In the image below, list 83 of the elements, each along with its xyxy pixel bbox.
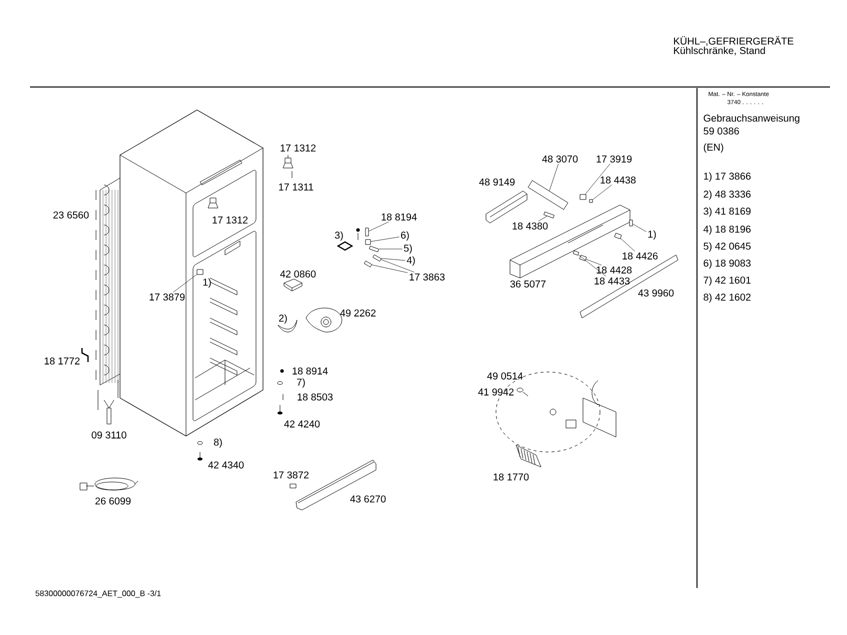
part-number: 42 4240 — [284, 420, 320, 428]
footer-text: 58300000076724_AET_000_B -3/1 — [36, 590, 161, 598]
leader-line — [578, 254, 606, 276]
header-text: KÜHL–,GEFRIERGERÄTE — [674, 36, 794, 46]
header-text: Gebrauchsanweisung — [704, 114, 800, 124]
leader-line — [380, 259, 415, 272]
part-number: 26 6099 — [95, 497, 131, 505]
part-number: 17 3879 — [150, 293, 185, 301]
part-number: 4) — [406, 256, 415, 266]
part-icon — [372, 254, 382, 262]
part-number: 49 2262 — [340, 309, 376, 317]
leader-line — [549, 164, 559, 192]
part-number: 3) — [334, 231, 343, 241]
header-text: 59 0386 — [704, 127, 739, 135]
part-number: 18 8194 — [382, 213, 417, 221]
part-number: 17 1312 — [280, 144, 316, 152]
part-number: 18 4438 — [600, 176, 636, 184]
part-icon — [544, 212, 554, 218]
part-icon — [196, 269, 204, 275]
leader-line — [380, 258, 406, 261]
part-number: 2) — [279, 314, 287, 324]
part-number: 18 1770 — [494, 473, 529, 481]
part-number: 18 8914 — [292, 367, 328, 375]
leader-line — [173, 274, 197, 292]
header-text: 5) 42 0645 — [704, 242, 751, 252]
part-number: 7) — [297, 378, 305, 388]
part-number: 23 6560 — [53, 211, 89, 219]
part-number: 41 9942 — [478, 388, 514, 396]
leader-line — [370, 236, 400, 242]
header-text: 8) 42 1602 — [704, 293, 751, 303]
leader-line — [632, 224, 646, 232]
part-icon — [629, 220, 633, 226]
part-number: 18 4380 — [512, 222, 548, 230]
part-number: 1) — [648, 230, 656, 240]
part-number: 17 1311 — [279, 183, 314, 191]
header-text: 1) 17 3866 — [704, 172, 751, 182]
part-number: 09 3110 — [92, 431, 126, 439]
part-number: 49 0514 — [487, 372, 523, 380]
leader-line — [372, 264, 408, 273]
leader-line — [538, 216, 548, 222]
part-number: 17 3872 — [274, 471, 309, 479]
part-number: 18 8503 — [298, 393, 333, 401]
header-text: (EN) — [704, 143, 724, 153]
header-text: 4) 18 8196 — [703, 225, 751, 235]
part-number: 18 1772 — [44, 357, 80, 365]
leader-line — [592, 184, 612, 200]
part-number: 43 9960 — [638, 289, 674, 297]
part-icon — [589, 199, 593, 203]
leader-line — [586, 258, 602, 266]
part-number: 18 4428 — [596, 266, 632, 274]
leader-line — [620, 238, 635, 252]
part-icon — [365, 239, 371, 245]
header-text: Kühlschränke, Stand — [674, 46, 765, 56]
part-number: 17 1312 — [212, 216, 248, 224]
part-icon — [579, 254, 587, 262]
part-icon — [572, 250, 580, 256]
part-number: 48 9149 — [479, 178, 515, 186]
part-number: 6) — [401, 231, 409, 241]
leader-line — [378, 248, 402, 250]
header-text: 2) 48 3336 — [704, 190, 751, 200]
leader-line — [368, 222, 389, 232]
header-text: 3) 41 8169 — [704, 207, 751, 217]
part-number: 1) — [203, 278, 211, 288]
part-number: 18 4426 — [622, 252, 658, 260]
part-number: 36 5077 — [510, 280, 546, 288]
header-text: 7) 42 1601 — [704, 276, 751, 286]
part-icon — [528, 180, 568, 210]
part-icon — [365, 228, 369, 236]
part-icon — [369, 246, 379, 252]
leader-line — [585, 164, 610, 194]
part-number: 48 3070 — [542, 155, 578, 163]
part-icon — [580, 194, 586, 200]
part-number: 8) — [214, 438, 222, 448]
part-number: 43 6270 — [350, 495, 386, 503]
part-number: 42 0860 — [280, 270, 316, 278]
part-icon — [364, 260, 372, 268]
part-number: 17 3919 — [596, 155, 632, 163]
part-number: 18 4433 — [594, 277, 630, 285]
header-text: 6) 18 9083 — [704, 259, 751, 269]
part-icon — [614, 232, 622, 240]
part-number: 5) — [404, 244, 412, 254]
part-number: 17 3863 — [410, 273, 445, 281]
part-number: 42 4340 — [208, 461, 244, 469]
